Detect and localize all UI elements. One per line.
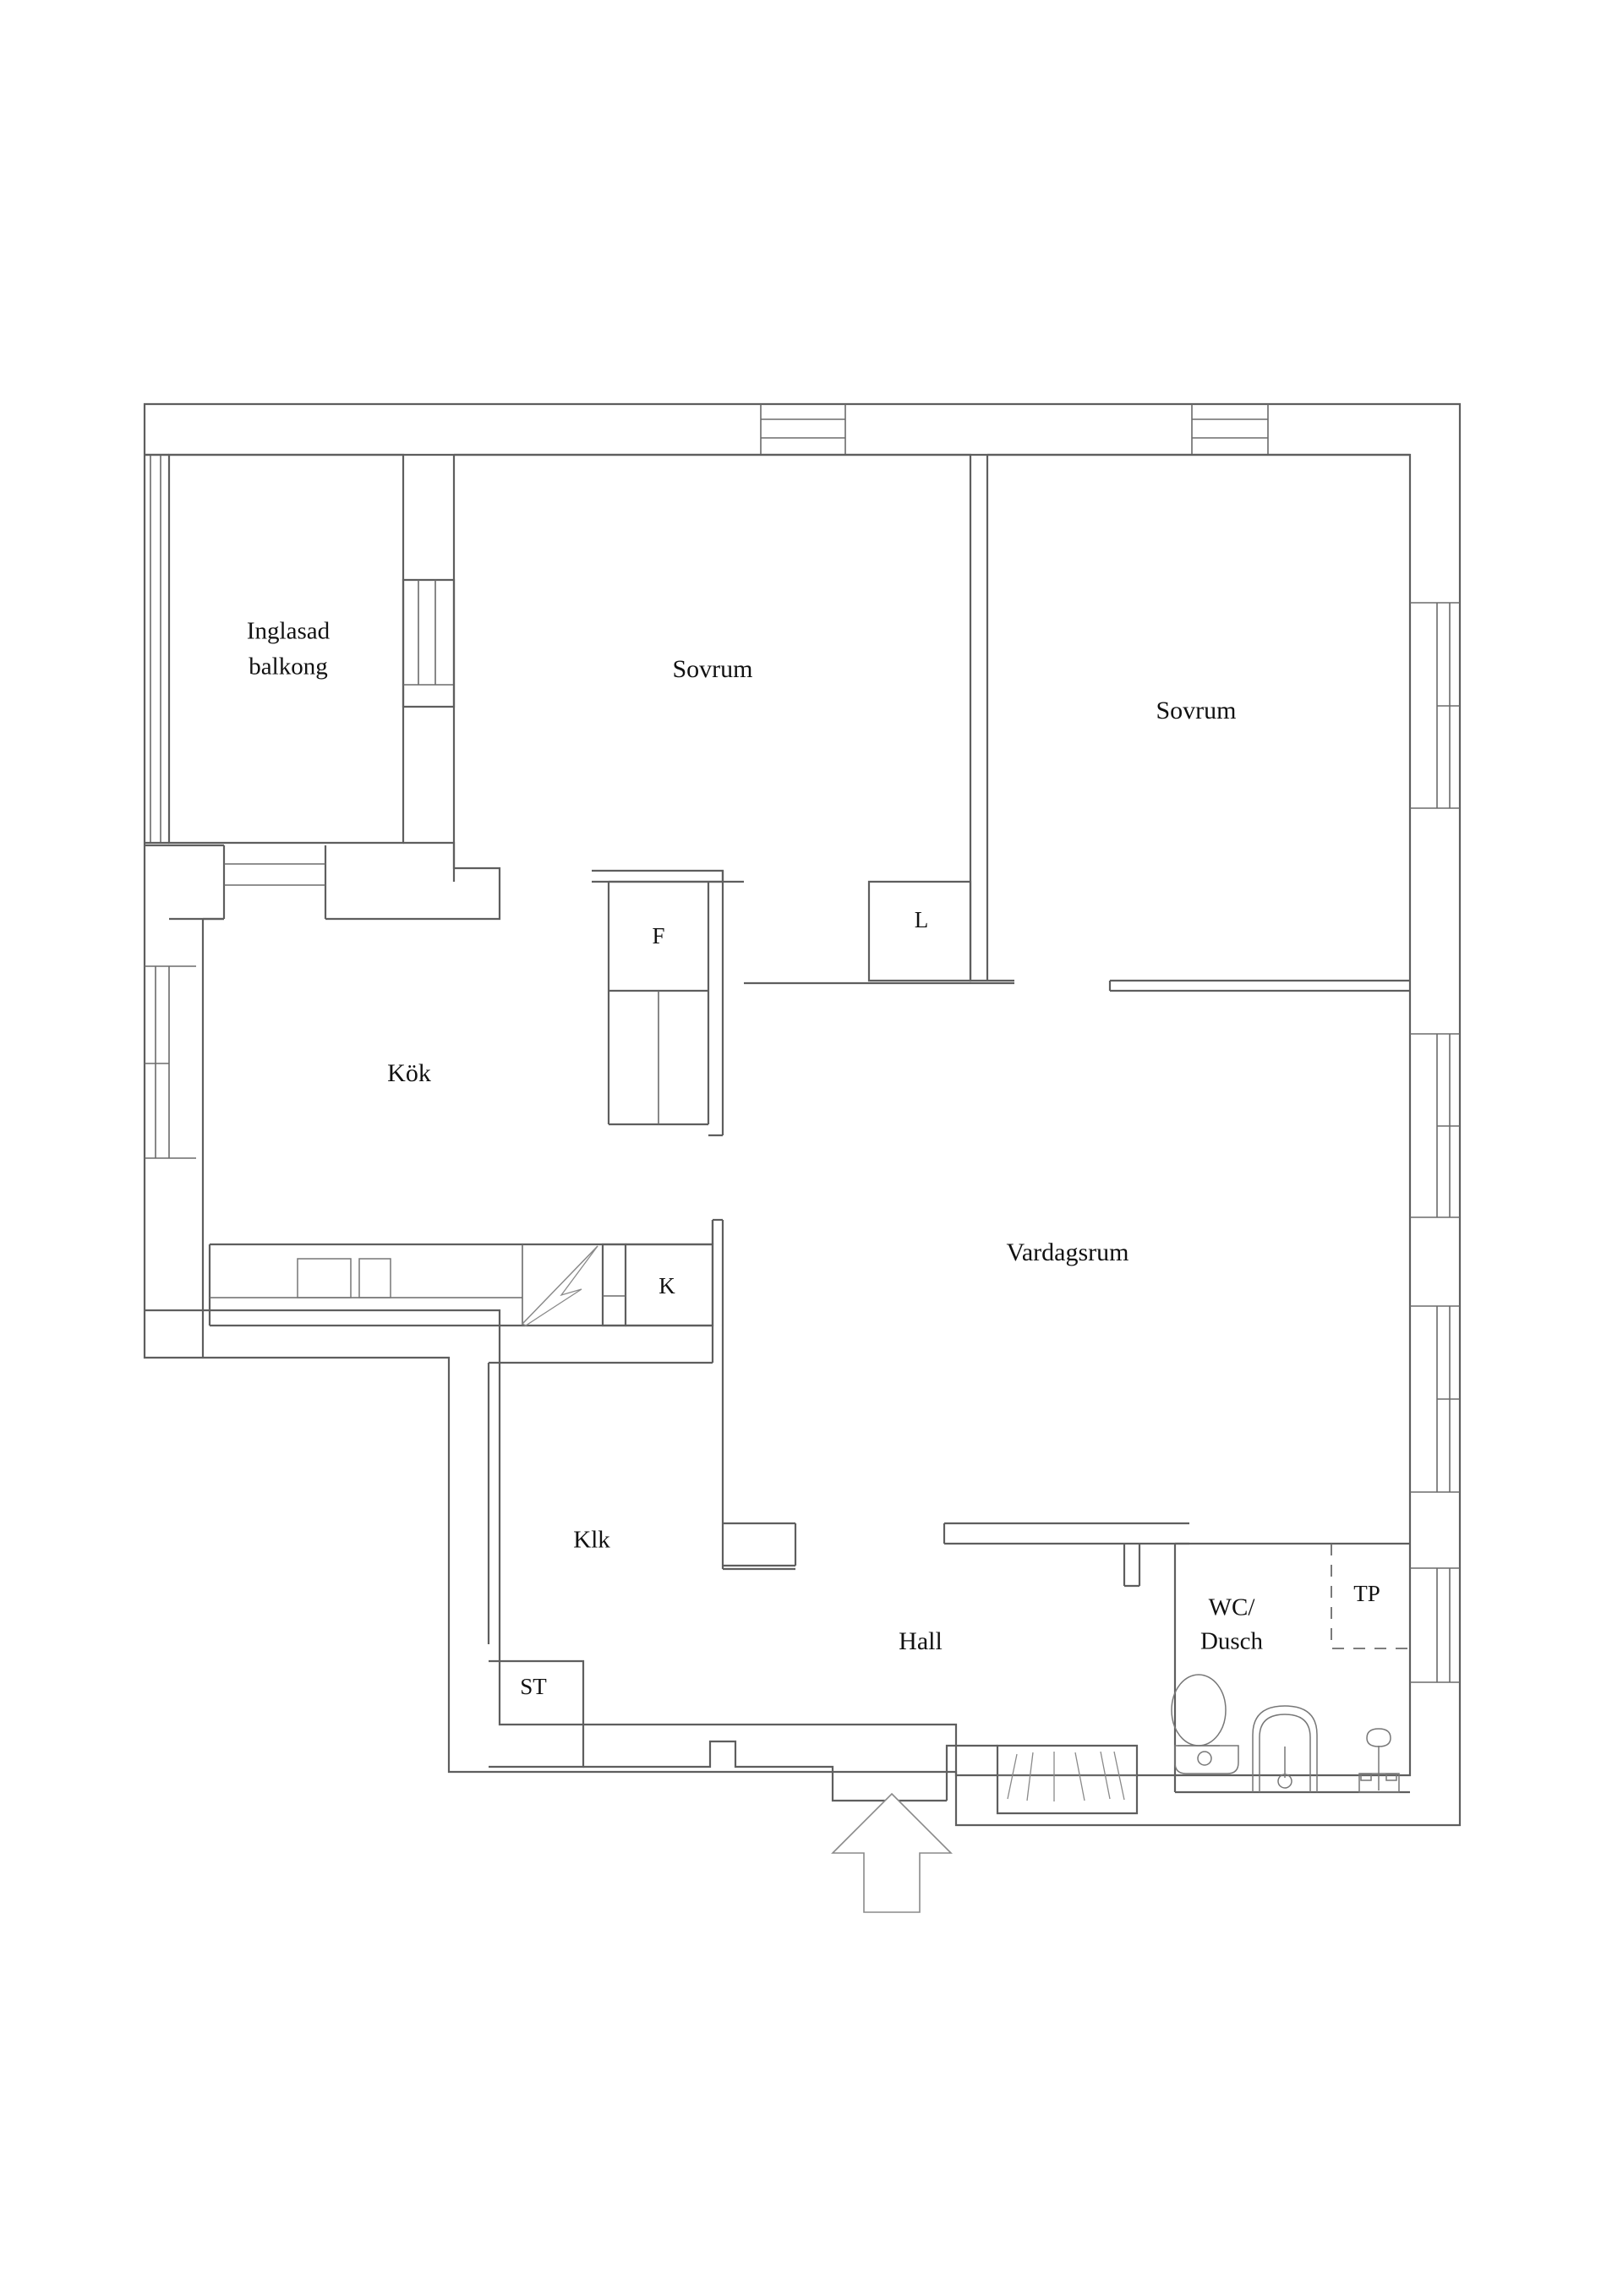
window-left-kitchen-upper (145, 965, 196, 1159)
room-kok (201, 841, 501, 1358)
hall-bottom-wall (583, 1740, 947, 1802)
room-label-balkong-line2: balkong (249, 653, 327, 681)
room-label-wc-line1: WC/ (1209, 1594, 1256, 1621)
room-label-sovrum-1: Sovrum (672, 655, 752, 683)
window-right-1 (1410, 602, 1460, 809)
room-label-k: K (658, 1273, 675, 1298)
toilet-fixture (1171, 1674, 1239, 1774)
hall-wall-stub (945, 1744, 997, 1801)
window-right-4-wc (1410, 1567, 1460, 1683)
room-label-sovrum-2: Sovrum (1156, 697, 1236, 724)
room-label-tp: TP (1353, 1581, 1380, 1606)
room-st (489, 1659, 585, 1768)
tp-partition (1331, 1544, 1410, 1649)
building-inner-wall-line (145, 453, 1412, 1777)
hall-wardrobe-hanging-rail (996, 1744, 1139, 1815)
window-right-2 (1410, 1033, 1460, 1218)
room-label-kok: Kök (387, 1059, 431, 1087)
kitchen-sink-basins (297, 1258, 391, 1298)
window-below-balcony (145, 844, 327, 921)
window-top-left (760, 404, 846, 455)
room-klk (487, 1220, 714, 1644)
room-sovrum-2 (986, 453, 1410, 991)
room-label-hall: Hall (899, 1627, 943, 1655)
room-label-wc-line2: Dusch (1200, 1628, 1264, 1655)
sink-fixture (1252, 1705, 1318, 1792)
wall-vardagsrum-hall (943, 1522, 1189, 1588)
cabinet-l (867, 880, 972, 982)
room-label-f: F (652, 923, 664, 948)
room-inglasad-balkong (145, 453, 405, 845)
shower-fixture (1358, 1728, 1400, 1793)
room-label-st: ST (520, 1674, 547, 1699)
window-right-3 (1410, 1305, 1460, 1493)
room-label-l: L (915, 907, 929, 932)
appliance-f-freezer (592, 869, 724, 1137)
room-label-balkong-line1: Inglasad (247, 618, 331, 645)
window-top-right (1191, 404, 1269, 455)
room-label-vardagsrum: Vardagsrum (1007, 1238, 1129, 1266)
entrance-direction-arrow[interactable] (831, 1792, 953, 1913)
room-label-klk: Klk (573, 1527, 610, 1554)
